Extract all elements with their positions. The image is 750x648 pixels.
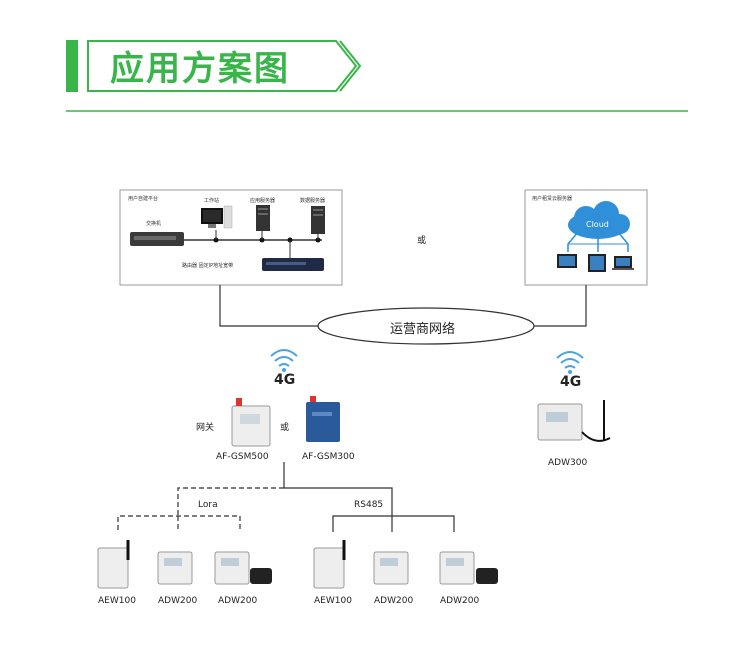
wifi-left-icon — [270, 349, 298, 367]
cloud-icon — [568, 201, 630, 239]
or-mid-label: 或 — [280, 423, 290, 433]
gateway-gsm300-icon — [306, 396, 340, 442]
device-adw200-4-icon — [439, 551, 498, 585]
right-device-label: ADW300 — [548, 458, 588, 468]
wifi-right-icon — [556, 351, 584, 369]
bottom-device-label: AEW100 — [98, 596, 136, 606]
gateway1-label: AF-GSM500 — [216, 452, 269, 462]
device-adw200-1-icon — [157, 551, 193, 585]
signal-right-label: 4G — [560, 374, 582, 390]
rs485-bus — [284, 487, 455, 532]
signal-left-label: 4G — [274, 372, 296, 388]
platform-box-label: 用户自建平台 — [128, 196, 159, 202]
app-server-icon — [256, 205, 270, 231]
lora-bus — [117, 487, 284, 532]
gateway-gsm500-icon — [231, 398, 271, 447]
device-aew100-2-icon — [313, 540, 346, 589]
bottom-device-label: ADW200 — [158, 596, 198, 606]
bottom-device-label: ADW200 — [440, 596, 480, 606]
device-aew100-1-icon — [97, 540, 130, 589]
router-label: 路由器 固定IP地址宽带 — [182, 263, 234, 269]
device-adw200-2-icon — [214, 551, 272, 585]
workstation-icon — [201, 205, 233, 229]
switch-label: 交换机 — [146, 221, 162, 227]
header-accent-bar — [66, 40, 78, 92]
carrier-network-ellipse — [317, 307, 535, 345]
bottom-device-label: ADW200 — [374, 596, 414, 606]
carrier-network-label: 运营商网络 — [390, 322, 456, 337]
app-server-label: 应用服务器 — [250, 198, 276, 204]
db-server-label: 数据服务器 — [300, 198, 326, 204]
gateway2-label: AF-GSM300 — [302, 452, 355, 462]
cloud-clients-icon — [557, 254, 634, 272]
rs485-label: RS485 — [354, 500, 384, 510]
workstation-label: 工作站 — [204, 198, 220, 204]
gateway-label: 网关 — [196, 423, 215, 433]
page-title: 应用方案图 — [110, 49, 290, 89]
router-icon — [262, 258, 324, 271]
switch-icon — [130, 232, 184, 246]
adw300-icon — [537, 400, 611, 442]
cloud-text: Cloud — [586, 220, 609, 229]
bottom-device-label: AEW100 — [314, 596, 352, 606]
cloud-box-label: 用户租赁云服务器 — [532, 196, 573, 202]
lora-label: Lora — [198, 500, 218, 510]
bottom-device-label: ADW200 — [218, 596, 258, 606]
db-server-icon — [311, 206, 325, 234]
device-adw200-3-icon — [373, 551, 409, 585]
or-top-label: 或 — [417, 236, 427, 246]
